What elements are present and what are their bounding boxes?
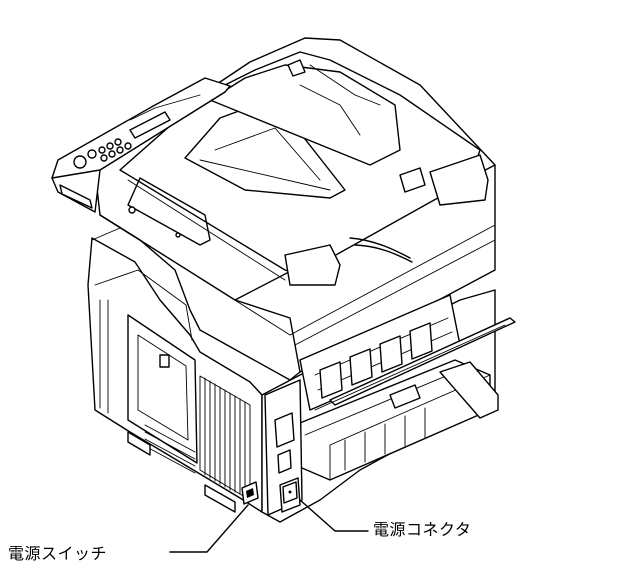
scanner-hinges: [284, 154, 489, 286]
power-switch-label: 電源スイッチ: [8, 544, 108, 563]
vent-grille-bottom: [144, 424, 196, 474]
power-connector-label: 電源コネクタ: [373, 520, 472, 539]
power-connector-icon: [282, 481, 298, 504]
vent-grille-left: [199, 375, 251, 501]
fuser-unit: [299, 294, 461, 411]
side-access-panel: [127, 314, 198, 464]
printer-feet: [127, 431, 236, 513]
document-tray: [184, 104, 346, 199]
duplex-unit: [294, 359, 499, 481]
rear-cover-open: [314, 317, 516, 411]
document-stacker: [209, 59, 401, 166]
operator-panel: [51, 77, 231, 213]
power-switch-icon: [241, 481, 259, 505]
callout-leaders: [169, 499, 369, 553]
